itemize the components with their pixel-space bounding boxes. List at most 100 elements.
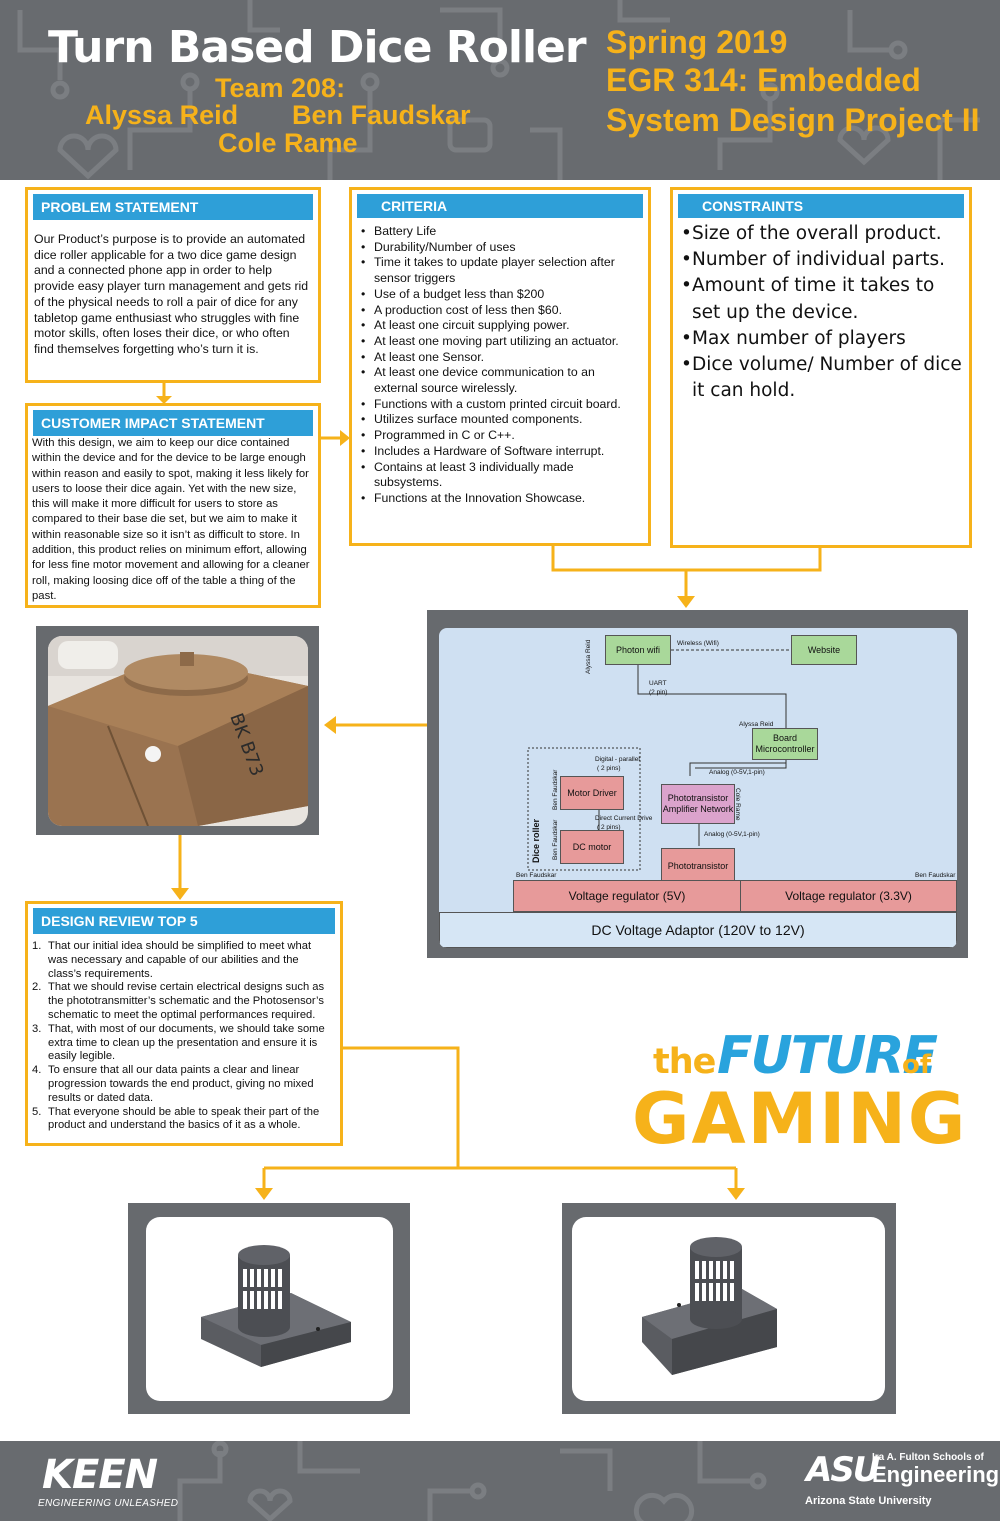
member-ben: Ben Faudskar [292,100,471,130]
footer-circuit-pattern [177,1441,767,1521]
criteria-heading: CRITERIA [357,194,643,218]
design-review-item: 1. That our initial idea should be simpli… [30,940,334,981]
label-cole: Cole Rame [734,788,741,821]
course-code: EGR 314: Embedded [606,62,921,98]
customer-impact-box: CUSTOMER IMPACT STATEMENT With this desi… [25,403,321,608]
footer-band [0,1441,1000,1521]
design-review-number: 2. [32,981,42,994]
cad-model-image-right [642,1237,777,1375]
criteria-item: At least one Sensor. [358,350,640,366]
design-review-heading: DESIGN REVIEW TOP 5 [33,908,335,934]
poster-title: Turn Based Dice Roller [48,22,587,73]
label-wireless: Wireless (Wifi) [677,640,719,647]
constraint-item: Max number of players [678,326,965,352]
logo-word-of: of [902,1050,932,1080]
node-phototransistor: Phototransistor [661,848,735,884]
node-voltage-regulator-3v3: Voltage regulator (3.3V) [740,880,957,912]
node-website: Website [791,635,857,665]
course-semester: Spring 2019 [606,24,788,60]
design-review-number: 4. [32,1064,42,1077]
label-digital-pins: ( 2 pins) [597,765,621,772]
design-review-item: 2. That we should revise certain electric… [30,981,334,1022]
criteria-item: Contains at least 3 individually made su… [358,460,640,491]
keen-logo: KEEN [42,1452,158,1498]
node-dc-voltage-adaptor: DC Voltage Adaptor (120V to 12V) [439,912,957,948]
criteria-box: CRITERIA Battery LifeDurability/Number o… [349,187,651,546]
criteria-item: Programmed in C or C++. [358,428,640,444]
constraints-heading: CONSTRAINTS [678,194,964,218]
circuit-pattern [17,0,980,180]
label-dc-drive-pins: ( 2 pins) [597,824,621,831]
constraints-list: Size of the overall product.Number of in… [678,221,965,404]
node-motor-driver: Motor Driver [560,776,624,810]
member-cole: Cole Rame [218,128,358,158]
node-photon-wifi: Photon wifi [605,635,671,665]
node-phototransistor-amplifier: Phototransistor Amplifier Network [661,784,735,824]
block-diagram: Photon wifi Website Wireless (Wifi) UART… [427,610,968,958]
criteria-item: Includes a Hardware of Software interrup… [358,444,640,460]
criteria-item: At least one circuit supplying power. [358,318,640,334]
problem-statement-text: Our Product’s purpose is to provide an a… [34,232,309,356]
criteria-item: Functions at the Innovation Showcase. [358,491,640,507]
block-diagram-canvas: Photon wifi Website Wireless (Wifi) UART… [439,628,957,948]
design-review-list: 1. That our initial idea should be simpli… [30,940,334,1133]
diagram-wires [527,649,791,871]
criteria-item: Functions with a custom printed circuit … [358,397,640,413]
asu-university: Arizona State University [805,1495,932,1507]
node-board-microcontroller: Board Microcontroller [752,728,818,760]
criteria-item: Durability/Number of uses [358,240,640,256]
cad-render-left [146,1217,393,1401]
label-alyssa-top: Alyssa Reid [585,639,592,674]
node-dc-motor: DC motor [560,830,624,864]
label-analog-1: Analog (0-5V,1-pin) [709,769,765,776]
design-review-number: 5. [32,1105,42,1118]
label-dc-drive: Direct Current Drive [595,815,653,822]
asu-engineering: Engineering [872,1462,1000,1487]
criteria-list: Battery LifeDurability/Number of usesTim… [358,224,640,507]
design-review-number: 1. [32,940,42,952]
header-band: Turn Based Dice Roller Team 208: Alyssa … [0,0,1000,180]
label-uart-pins: (2 pin) [649,689,668,696]
cad-render-frame-left [128,1203,410,1414]
label-dice-roller: Dice roller [531,818,541,863]
design-review-text: That, with most of our documents, we sho… [48,1022,325,1063]
problem-statement-heading: PROBLEM STATEMENT [33,194,313,220]
constraint-item: Size of the overall product. [678,221,965,247]
cad-render-right [572,1217,885,1401]
logo-word-gaming: GAMING [632,1078,968,1160]
member-alyssa: Alyssa Reid [85,100,239,130]
constraint-item: Number of individual parts. [678,247,965,273]
customer-impact-text: With this design, we aim to keep our dic… [32,437,310,602]
label-digital: Digital - parallel [595,756,640,763]
criteria-item: Utilizes surface mounted components. [358,412,640,428]
cad-model-image-left [201,1245,351,1367]
design-review-item: 4. To ensure that all our data paints a c… [30,1064,334,1105]
criteria-item: Battery Life [358,224,640,240]
design-review-item: 5. That everyone should be able to speak … [30,1106,334,1134]
customer-impact-heading: CUSTOMER IMPACT STATEMENT [33,410,313,436]
criteria-item: Use of a budget less than $200 [358,287,640,303]
course-name: System Design Project II [606,102,980,138]
cardboard-prototype-image: BK B73 [48,636,308,826]
label-analog-2: Analog (0-5V,1-pin) [704,831,760,838]
prototype-photo-frame: BK B73 [36,626,319,835]
label-uart: UART [649,680,667,687]
label-ben-2: Ben Faudskar [552,819,559,860]
criteria-item: At least one device communication to an … [358,365,640,396]
design-review-text: To ensure that all our data paints a cle… [48,1064,314,1104]
design-review-number: 3. [32,1022,42,1035]
design-review-text: That we should revise certain electrical… [48,981,325,1021]
keen-tagline: ENGINEERING UNLEASHED [38,1498,179,1509]
asu-school-prefix: Ira A. Fulton Schools of [872,1452,984,1463]
design-review-text: That everyone should be able to speak th… [48,1105,320,1132]
logo-word-future: FUTURE [717,1026,938,1086]
cad-render-frame-right [562,1203,896,1414]
design-review-text: That our initial idea should be simplifi… [48,940,312,980]
constraint-item: Amount of time it takes to set up the de… [678,273,965,325]
criteria-item: At least one moving part utilizing an ac… [358,334,640,350]
criteria-item: Time it takes to update player selection… [358,255,640,286]
problem-statement-box: PROBLEM STATEMENT Our Product’s purpose … [25,187,321,383]
asu-logo: ASU [806,1450,880,1490]
label-ben-right: Ben Faudskar [915,872,956,879]
label-alyssa-board: Alyssa Reid [739,721,774,728]
